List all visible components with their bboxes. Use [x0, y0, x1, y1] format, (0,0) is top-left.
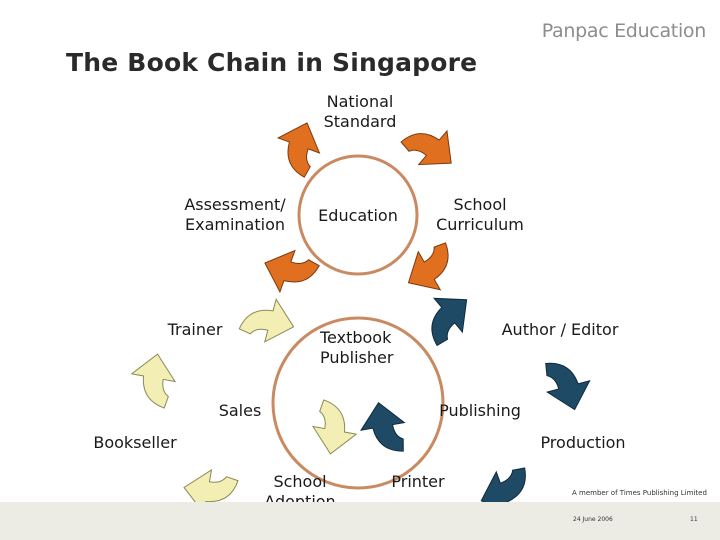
- arrow-author-to-production: [539, 353, 597, 416]
- arrow-bookseller-to-trainer: [126, 349, 180, 410]
- arrow-printer-to-publishing: [356, 398, 410, 459]
- education-label: Education: [318, 206, 398, 225]
- brand-logo: Panpac Education: [541, 20, 707, 42]
- printer-label: Printer: [391, 472, 445, 491]
- author-editor-label: Author / Editor: [501, 320, 619, 339]
- footer-page-number: 11: [690, 516, 698, 523]
- page-title: The Book Chain in Singapore: [66, 48, 478, 77]
- publishing-label: Publishing: [439, 401, 521, 420]
- national-standard-label: National Standard: [323, 92, 397, 131]
- sales-label: Sales: [218, 401, 262, 420]
- publisher-circle: [271, 316, 445, 490]
- arrow-sales-to-adoption: [308, 398, 362, 459]
- footer-date: 24 June 2006: [573, 516, 613, 523]
- education-circle: [297, 154, 419, 276]
- arrow-trainer-to-publisher: [237, 291, 300, 349]
- textbook-publisher-label: Textbook Publisher: [320, 328, 394, 367]
- bookseller-label: Bookseller: [93, 433, 177, 452]
- arrow-publisher-to-author: [412, 282, 482, 351]
- school-curriculum-label: School Curriculum: [436, 195, 524, 234]
- assessment-examination-label: Assessment/ Examination: [184, 195, 286, 234]
- production-label: Production: [540, 433, 626, 452]
- trainer-label: Trainer: [167, 320, 223, 339]
- footer-bar: [0, 502, 720, 540]
- footer-member-text: A member of Times Publishing Limited: [572, 489, 707, 497]
